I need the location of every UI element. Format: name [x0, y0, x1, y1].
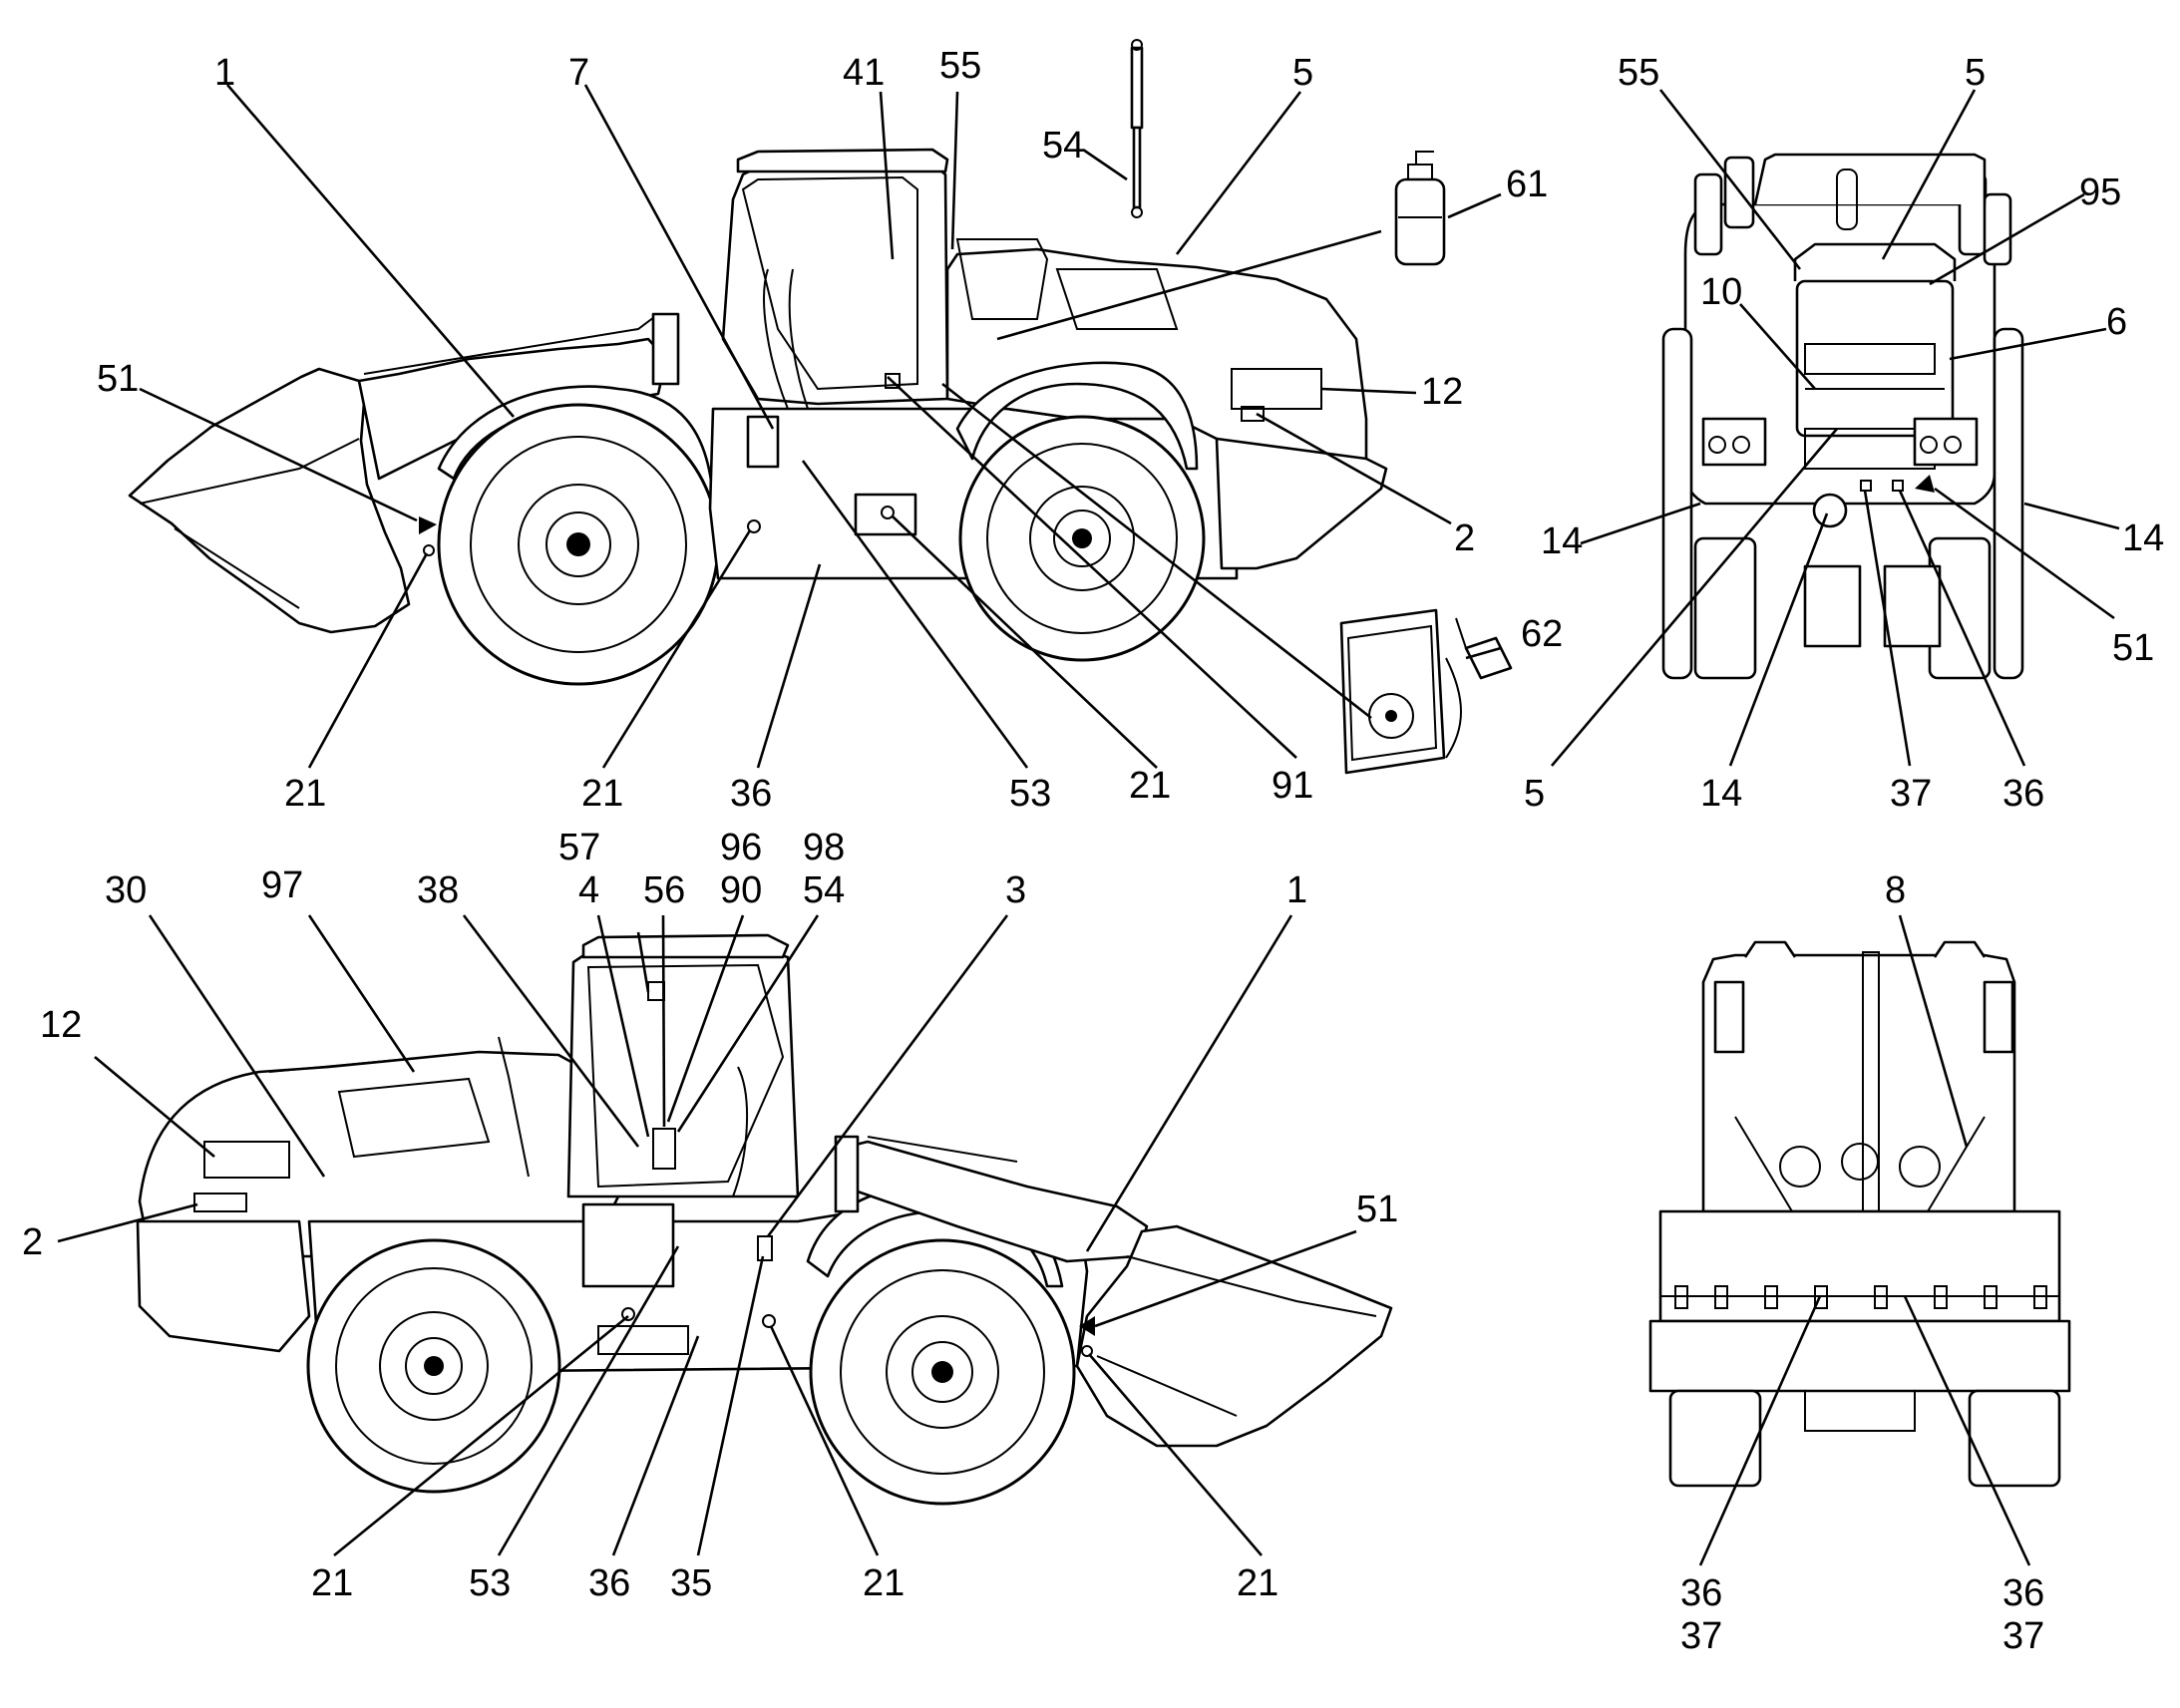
callout-14: 14 — [2122, 517, 2164, 559]
callout-61: 61 — [1506, 164, 1548, 205]
callout-21: 21 — [1129, 765, 1171, 807]
callout-14: 14 — [1541, 520, 1583, 562]
callout-98: 98 — [803, 827, 845, 868]
callout-37: 37 — [1680, 1615, 1722, 1657]
callout-10: 10 — [1700, 271, 1742, 313]
callout-97: 97 — [261, 864, 303, 906]
callout-53: 53 — [469, 1562, 511, 1604]
callout-5: 5 — [1965, 52, 1986, 94]
callout-36: 36 — [2002, 773, 2044, 815]
callout-21: 21 — [284, 773, 326, 815]
callout-4: 4 — [578, 869, 599, 911]
callout-55: 55 — [1618, 52, 1659, 94]
callout-95: 95 — [2079, 171, 2121, 213]
callout-21: 21 — [1237, 1562, 1278, 1604]
callout-14: 14 — [1700, 773, 1742, 815]
callout-3: 3 — [1005, 869, 1026, 911]
callout-36: 36 — [2002, 1572, 2044, 1614]
callout-1: 1 — [214, 52, 235, 94]
callout-37: 37 — [2002, 1615, 2044, 1657]
callout-62: 62 — [1521, 613, 1563, 655]
callout-51: 51 — [97, 358, 139, 400]
callout-21: 21 — [311, 1562, 353, 1604]
callout-96: 96 — [720, 827, 762, 868]
callout-57: 57 — [558, 827, 600, 868]
callout-5: 5 — [1292, 52, 1313, 94]
callout-labels: 1 7 41 55 54 5 61 51 12 2 62 21 21 36 53… — [22, 45, 2164, 1657]
callout-51: 51 — [1356, 1189, 1398, 1230]
callout-56: 56 — [643, 869, 685, 911]
callout-12: 12 — [40, 1004, 82, 1046]
callout-55: 55 — [939, 45, 981, 87]
callout-51: 51 — [2112, 627, 2154, 669]
loader-left-side-view — [128, 39, 1513, 775]
callout-12: 12 — [1421, 371, 1463, 413]
bucket-teeth — [1674, 1285, 2047, 1309]
loader-rear-view — [1661, 153, 2024, 680]
loader-right-side-view — [136, 933, 1393, 1506]
callout-91: 91 — [1272, 765, 1313, 807]
callout-41: 41 — [843, 52, 885, 94]
callout-8: 8 — [1885, 869, 1906, 911]
callout-7: 7 — [568, 52, 589, 94]
callout-36: 36 — [730, 773, 772, 815]
callout-1: 1 — [1286, 869, 1307, 911]
callout-36: 36 — [1680, 1572, 1722, 1614]
callout-38: 38 — [417, 869, 459, 911]
callout-36: 36 — [588, 1562, 630, 1604]
leader-lines — [57, 84, 2120, 1566]
callout-5: 5 — [1524, 773, 1545, 815]
callout-35: 35 — [670, 1562, 712, 1604]
callout-21: 21 — [863, 1562, 905, 1604]
callout-90: 90 — [720, 869, 762, 911]
loader-front-view — [1648, 940, 2071, 1488]
callout-54: 54 — [803, 869, 845, 911]
callout-2: 2 — [1454, 517, 1475, 559]
callout-2: 2 — [22, 1221, 43, 1263]
callout-21: 21 — [581, 773, 623, 815]
callout-6: 6 — [2106, 301, 2127, 343]
callout-53: 53 — [1009, 773, 1051, 815]
callout-30: 30 — [105, 869, 147, 911]
callout-54: 54 — [1042, 125, 1084, 167]
callout-37: 37 — [1890, 773, 1932, 815]
